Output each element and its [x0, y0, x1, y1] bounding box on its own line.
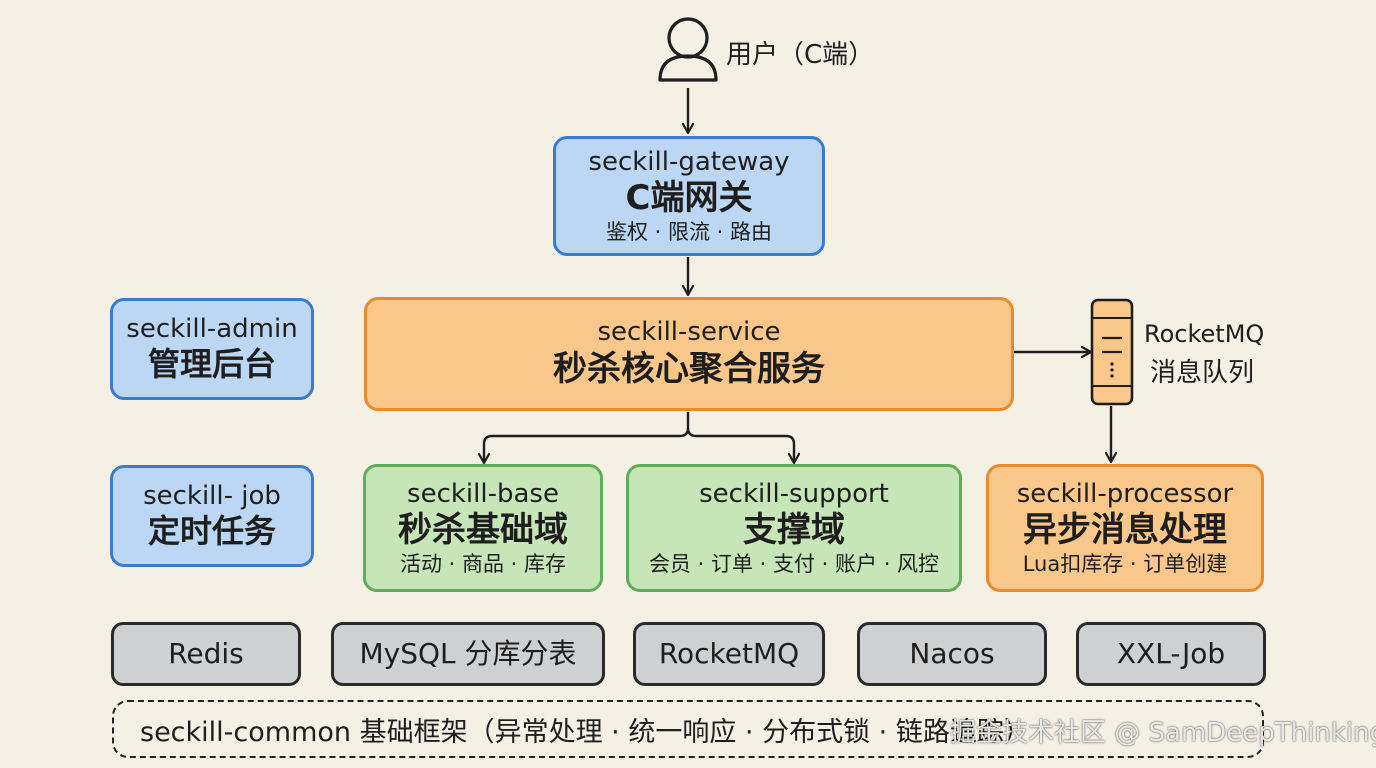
common-framework[interactable]: seckill-common 基础框架（异常处理 · 统一响应 · 分布式锁 ·…: [112, 700, 1264, 758]
mq-name: RocketMQ: [1144, 320, 1265, 348]
support-name: seckill-support: [699, 478, 889, 509]
mq-title: 消息队列: [1150, 358, 1255, 388]
infra-mysql[interactable]: MySQL 分库分表: [331, 622, 605, 686]
admin-name: seckill-admin: [126, 313, 298, 344]
processor-desc: Lua扣库存 · 订单创建: [1022, 551, 1228, 576]
arrow-service-to-support: [686, 427, 794, 462]
gateway-desc: 鉴权 · 限流 · 路由: [605, 219, 773, 244]
admin-title: 管理后台: [147, 345, 276, 384]
service-node[interactable]: seckill-service 秒杀核心聚合服务: [364, 297, 1014, 411]
support-title: 支撑域: [743, 510, 845, 551]
watermark: 掘金技术社区 @ SamDeepThinking: [950, 718, 1376, 748]
job-title: 定时任务: [147, 512, 276, 551]
infra-rocketmq[interactable]: RocketMQ: [633, 622, 825, 686]
message-queue-icon: [1090, 298, 1134, 406]
processor-node[interactable]: seckill-processor 异步消息处理 Lua扣库存 · 订单创建: [986, 464, 1264, 592]
infra-nacos[interactable]: Nacos: [857, 622, 1047, 686]
gateway-title: C端网关: [625, 178, 753, 219]
gateway-node[interactable]: seckill-gateway C端网关 鉴权 · 限流 · 路由: [553, 136, 825, 256]
gateway-name: seckill-gateway: [588, 146, 790, 177]
infra-xxl-job[interactable]: XXL-Job: [1076, 622, 1266, 686]
base-desc: 活动 · 商品 · 库存: [399, 551, 567, 576]
processor-title: 异步消息处理: [1023, 510, 1227, 551]
job-name: seckill- job: [143, 480, 281, 511]
processor-name: seckill-processor: [1016, 478, 1234, 509]
infra-redis[interactable]: Redis: [111, 622, 301, 686]
user-label: 用户（C端）: [726, 40, 875, 70]
base-name: seckill-base: [407, 478, 559, 509]
admin-node[interactable]: seckill-admin 管理后台: [110, 298, 314, 400]
user-icon: [658, 17, 718, 82]
service-name: seckill-service: [597, 317, 781, 348]
service-title: 秒杀核心聚合服务: [553, 349, 825, 390]
support-node[interactable]: seckill-support 支撑域 会员 · 订单 · 支付 · 账户 · …: [626, 464, 962, 592]
base-node[interactable]: seckill-base 秒杀基础域 活动 · 商品 · 库存: [363, 464, 603, 592]
arrow-service-to-base: [484, 412, 690, 462]
support-desc: 会员 · 订单 · 支付 · 账户 · 风控: [648, 551, 940, 576]
base-title: 秒杀基础域: [398, 510, 568, 551]
job-node[interactable]: seckill- job 定时任务: [110, 465, 314, 567]
